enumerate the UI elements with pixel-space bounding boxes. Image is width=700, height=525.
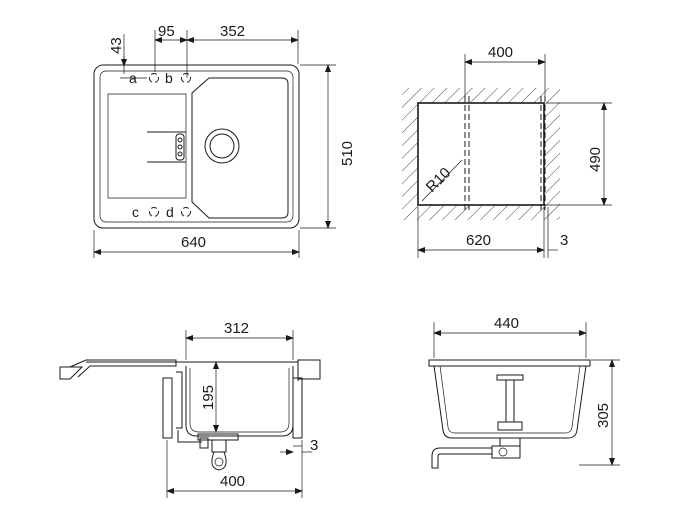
cutout-hatching [402,88,560,220]
bowl-outline [191,77,289,219]
sink-outer-outline [93,64,300,229]
side-section-view: 312 195 3 400 [59,320,321,498]
side-dim-400-label: 400 [220,473,245,490]
front-bowl-outline [433,365,587,439]
front-dim-305-label: 305 [595,403,612,428]
cutout-view: R10 400 490 620 3 [402,44,612,258]
radius-label: R10 [423,164,454,195]
countertop-right [297,359,321,380]
overflow-slot [175,133,185,161]
tap-holes-bottom: c d [132,204,191,220]
dim-352-label: 352 [220,23,245,40]
dim-43-label: 43 [108,37,125,54]
dim-95-label: 95 [158,23,175,40]
dim-510-label: 510 [339,141,356,166]
side-bowl-outline [185,366,294,437]
hole-a-circle [149,73,159,83]
side-dim-3-label: 3 [310,437,318,454]
hole-label-d: d [166,204,174,220]
dim-640-label: 640 [181,234,206,251]
countertop-left [59,366,84,380]
cabinet-wall-right [292,377,303,439]
drainer-outline [107,93,187,199]
waste-pipe [431,447,492,469]
top-view: a b c d 43 95 352 510 640 [93,23,356,258]
cutout-dim-490-label: 490 [587,147,604,172]
hole-label-b: b [165,70,173,86]
side-dim-312-label: 312 [224,320,249,337]
hole-label-a: a [129,70,137,86]
cutout-opening [417,102,545,206]
drain-inner [209,133,235,159]
cutout-dim-3-label: 3 [560,232,568,249]
cabinet-wall-left [162,377,173,439]
hole-c-circle [149,207,159,217]
drain-outer [204,128,240,164]
hole-b-circle [181,73,191,83]
side-dim-195-label: 195 [200,385,217,410]
front-dim-440-label: 440 [494,315,519,332]
tap-holes-top: a b [120,70,191,86]
hole-label-c: c [132,204,139,220]
drainer-lip [69,359,177,378]
front-section-view: 440 305 [428,315,620,469]
cutout-dim-620-label: 620 [466,232,491,249]
cutout-dim-400-label: 400 [488,44,513,61]
hole-d-circle [181,207,191,217]
sink-inner-rim [99,70,294,223]
